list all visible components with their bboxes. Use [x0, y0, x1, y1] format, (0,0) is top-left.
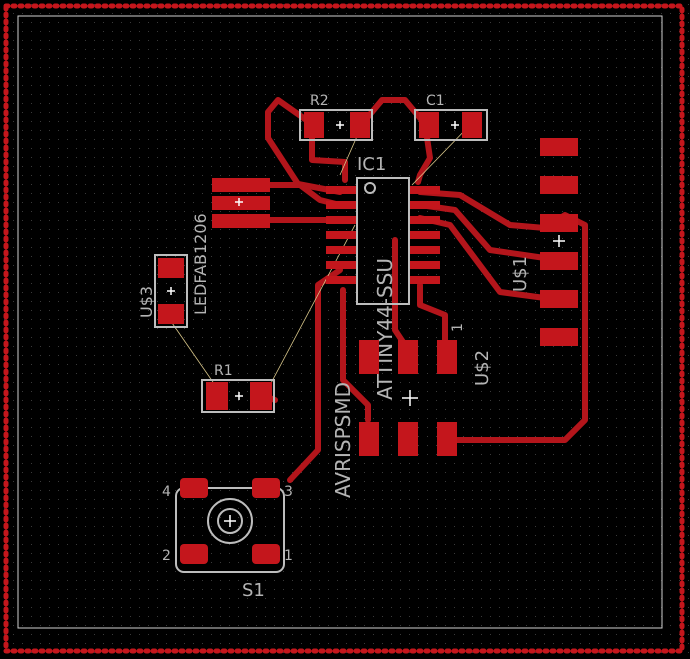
- airwire-c1-ic: [411, 124, 471, 186]
- u2-pad-6: [437, 422, 457, 456]
- ic1-right-pads: [410, 186, 440, 284]
- component-u2[interactable]: 1 U$2 AVRISPSMD: [331, 323, 493, 498]
- c1-pad-2: [462, 112, 482, 138]
- s1-pin-label-1: 1: [284, 548, 293, 564]
- ic1-left-pads: [326, 186, 356, 284]
- component-r1[interactable]: R1: [201, 363, 275, 413]
- r2-pad-1: [304, 112, 324, 138]
- ic1-pin1-marker: [364, 182, 376, 194]
- s1-outline: [175, 487, 285, 573]
- r1-outline: [201, 379, 275, 413]
- airwire-led-r1: [169, 319, 216, 386]
- s1-pin-label-3: 3: [284, 484, 293, 500]
- c1-name-label: C1: [426, 93, 445, 109]
- component-u1[interactable]: U$1: [510, 138, 578, 346]
- r1-pad-2: [250, 382, 272, 410]
- s1-pad-2: [180, 544, 208, 564]
- board-outline: [3, 3, 685, 654]
- s1-pin-label-2: 2: [162, 548, 171, 564]
- ic1-outline: [356, 177, 410, 305]
- u2-pad-2: [398, 340, 418, 374]
- component-c1[interactable]: C1: [414, 93, 488, 141]
- origin-markers: [167, 121, 565, 527]
- r1-name-label: R1: [214, 363, 233, 379]
- trace-ic-u2-3: [340, 287, 371, 423]
- trace-ic-u2-1: [417, 282, 448, 343]
- u2-pad-3: [437, 340, 457, 374]
- u1-name-label: U$1: [510, 256, 531, 292]
- u2-pad-4: [359, 422, 379, 456]
- led-name-label: U$3: [137, 286, 156, 318]
- component-ic1[interactable]: IC1 ATTINY44-SSU: [326, 154, 440, 400]
- component-s1[interactable]: 4 3 2 1 S1: [162, 478, 293, 601]
- led-pad-3: [212, 214, 270, 228]
- s1-name-label: S1: [242, 580, 265, 601]
- u1-pad-4: [540, 252, 578, 270]
- led-body-pad-2: [158, 304, 184, 324]
- u2-name-label: U$2: [472, 350, 493, 386]
- u1-pad-5: [540, 290, 578, 308]
- u1-pad-3: [540, 214, 578, 232]
- s1-pad-4: [180, 478, 208, 498]
- u1-pad-2: [540, 176, 578, 194]
- r2-pad-2: [350, 112, 370, 138]
- r2-outline: [299, 109, 373, 141]
- r2-name-label: R2: [310, 93, 329, 109]
- u1-pad-1: [540, 138, 578, 156]
- u2-pad-5: [398, 422, 418, 456]
- led-body-pad-1: [158, 258, 184, 278]
- s1-pin-label-4: 4: [162, 484, 171, 500]
- r1-pad-1: [206, 382, 228, 410]
- c1-pad-1: [419, 112, 439, 138]
- s1-button-inner: [217, 508, 243, 534]
- led-pad-1: [212, 178, 270, 192]
- ic1-name-label: IC1: [357, 154, 386, 175]
- c1-outline: [414, 109, 488, 141]
- s1-pad-3: [252, 478, 280, 498]
- led-value-label: LEDFAB1206: [191, 213, 210, 315]
- board-dimension-line: [17, 15, 663, 629]
- u2-pad-1: [359, 340, 379, 374]
- led-pad-2: [212, 196, 270, 210]
- s1-button-ring: [207, 498, 253, 544]
- led-body-outline: [154, 254, 188, 328]
- u1-pad-6: [540, 328, 578, 346]
- ic1-value-label: ATTINY44-SSU: [373, 258, 397, 400]
- component-led[interactable]: LEDFAB1206 U$3: [137, 178, 270, 328]
- u2-pin1-label: 1: [450, 323, 466, 332]
- u2-value-label: AVRISPSMD: [331, 382, 355, 498]
- trace-r2-ic: [309, 121, 348, 183]
- component-r2[interactable]: R2: [299, 93, 373, 141]
- s1-pad-1: [252, 544, 280, 564]
